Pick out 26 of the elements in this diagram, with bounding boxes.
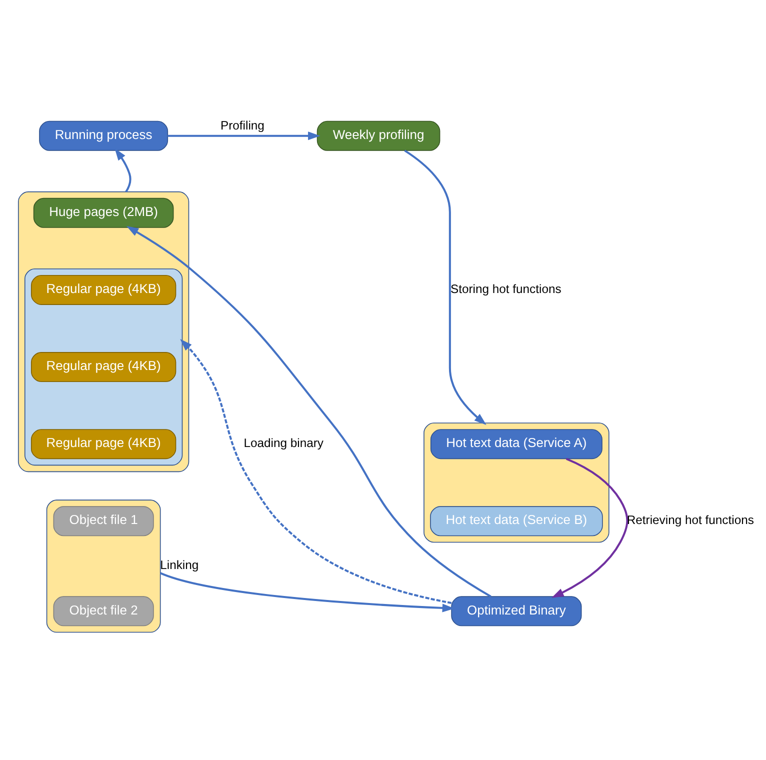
arrow [126, 226, 492, 598]
node-box: Regular page (4KB) [30, 429, 176, 460]
cluster [46, 500, 161, 633]
arrow [180, 338, 452, 604]
node-box: Regular page (4KB) [30, 274, 176, 305]
arrow [160, 572, 455, 612]
arrow [552, 458, 628, 598]
edge-label: Linking [160, 558, 199, 572]
cluster [424, 422, 610, 543]
node-box: Hot text data (Service B) [430, 506, 603, 536]
edge-label: Storing hot functions [450, 282, 562, 296]
node-box: Object file 1 [53, 506, 154, 536]
node-box: Object file 2 [53, 596, 154, 626]
node-box: Weekly profiling [316, 120, 440, 151]
arrow [114, 148, 132, 192]
edge-label: Loading binary [244, 436, 324, 450]
arrow [168, 132, 320, 140]
node-box: Hot text data (Service A) [430, 429, 602, 460]
edge-label: Profiling [220, 118, 264, 132]
node-box: Running process [39, 120, 168, 151]
node-box: Huge pages (2MB) [33, 198, 174, 228]
node-box: Optimized Binary [451, 596, 582, 626]
node-box: Regular page (4KB) [30, 352, 176, 382]
cluster [24, 268, 183, 466]
cluster [18, 191, 190, 472]
arrow [404, 150, 486, 425]
